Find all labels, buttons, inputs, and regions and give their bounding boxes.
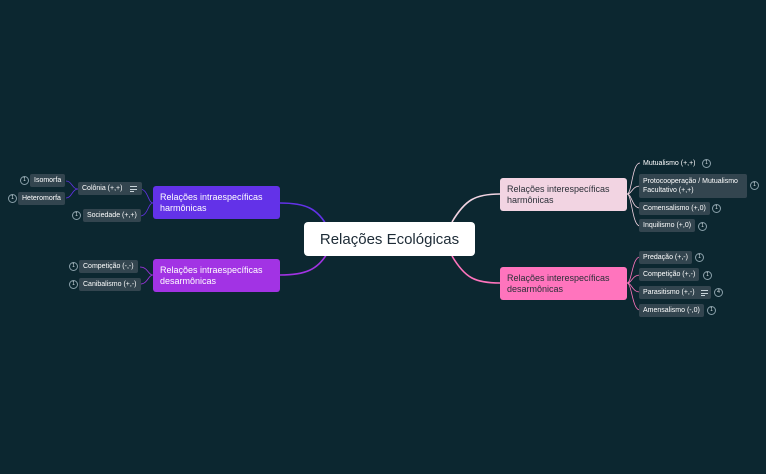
count-badge[interactable]: 1 xyxy=(69,280,78,289)
leaf-comensalismo[interactable]: Comensalismo (+,0) xyxy=(639,202,710,215)
topic-inter-harmonicas-label: Relações interespecíficas harmônicas xyxy=(507,183,610,205)
leaf-canibalismo[interactable]: Canibalismo (+,-) xyxy=(79,278,141,291)
count-badge[interactable]: 1 xyxy=(695,253,704,262)
notes-icon[interactable] xyxy=(130,186,137,192)
count-badge[interactable]: 1 xyxy=(69,262,78,271)
leaf-predacao[interactable]: Predação (+,-) xyxy=(639,251,692,264)
count-badge[interactable]: 1 xyxy=(750,181,759,190)
count-badge[interactable]: 1 xyxy=(703,271,712,280)
root-topic[interactable]: Relações Ecológicas xyxy=(304,222,475,256)
count-badge[interactable]: 1 xyxy=(8,194,17,203)
leaf-competicao-intra[interactable]: Competição (-,-) xyxy=(79,260,138,273)
link-root-intra-desarmonicas xyxy=(279,251,329,276)
count-badge[interactable]: 1 xyxy=(712,204,721,213)
leaf-amensalismo[interactable]: Amensalismo (-,0) xyxy=(639,304,704,317)
link-root-inter-harmonicas xyxy=(451,193,501,223)
count-badge[interactable]: 1 xyxy=(698,222,707,231)
topic-intra-desarmonicas-label: Relações intraespecíficas desarmônicas xyxy=(160,264,263,286)
topic-intra-harmonicas-label: Relações intraespecíficas harmônicas xyxy=(160,191,263,213)
leaf-colonia[interactable]: Colônia (+,+) xyxy=(78,182,142,195)
topic-inter-desarmonicas-label: Relações interespecíficas desarmônicas xyxy=(507,272,610,294)
leaf-heteromorfa[interactable]: Heteromorfa xyxy=(18,192,65,205)
leaf-isomorfa[interactable]: Isomorfa xyxy=(30,174,66,187)
count-badge[interactable]: 1 xyxy=(72,211,81,220)
count-badge[interactable]: 1 xyxy=(702,159,711,168)
leaf-sociedade[interactable]: Sociedade (+,+) xyxy=(83,209,141,222)
leaf-competicao-inter[interactable]: Competição (+,-) xyxy=(639,268,700,281)
leaf-inquilismo[interactable]: Inquilismo (+,0) xyxy=(639,219,696,232)
topic-intra-desarmonicas[interactable]: Relações intraespecíficas desarmônicas xyxy=(153,259,280,292)
notes-icon[interactable] xyxy=(701,290,708,296)
leaf-mutualismo[interactable]: Mutualismo (+,+) xyxy=(643,160,696,167)
topic-inter-harmonicas[interactable]: Relações interespecíficas harmônicas xyxy=(500,178,627,211)
leaf-protocooperacao[interactable]: Protocooperação / Mutualismo Facultativo… xyxy=(639,174,747,198)
leaf-parasitismo[interactable]: Parasitismo (+,-) xyxy=(639,286,711,299)
topic-inter-desarmonicas[interactable]: Relações interespecíficas desarmônicas xyxy=(500,267,627,300)
root-topic-label: Relações Ecológicas xyxy=(319,230,460,248)
count-badge[interactable]: 1 xyxy=(707,306,716,315)
count-badge[interactable]: 4 xyxy=(714,288,723,297)
topic-intra-harmonicas[interactable]: Relações intraespecíficas harmônicas xyxy=(153,186,280,219)
link-root-inter-desarmonicas xyxy=(451,255,501,284)
count-badge[interactable]: 1 xyxy=(20,176,29,185)
